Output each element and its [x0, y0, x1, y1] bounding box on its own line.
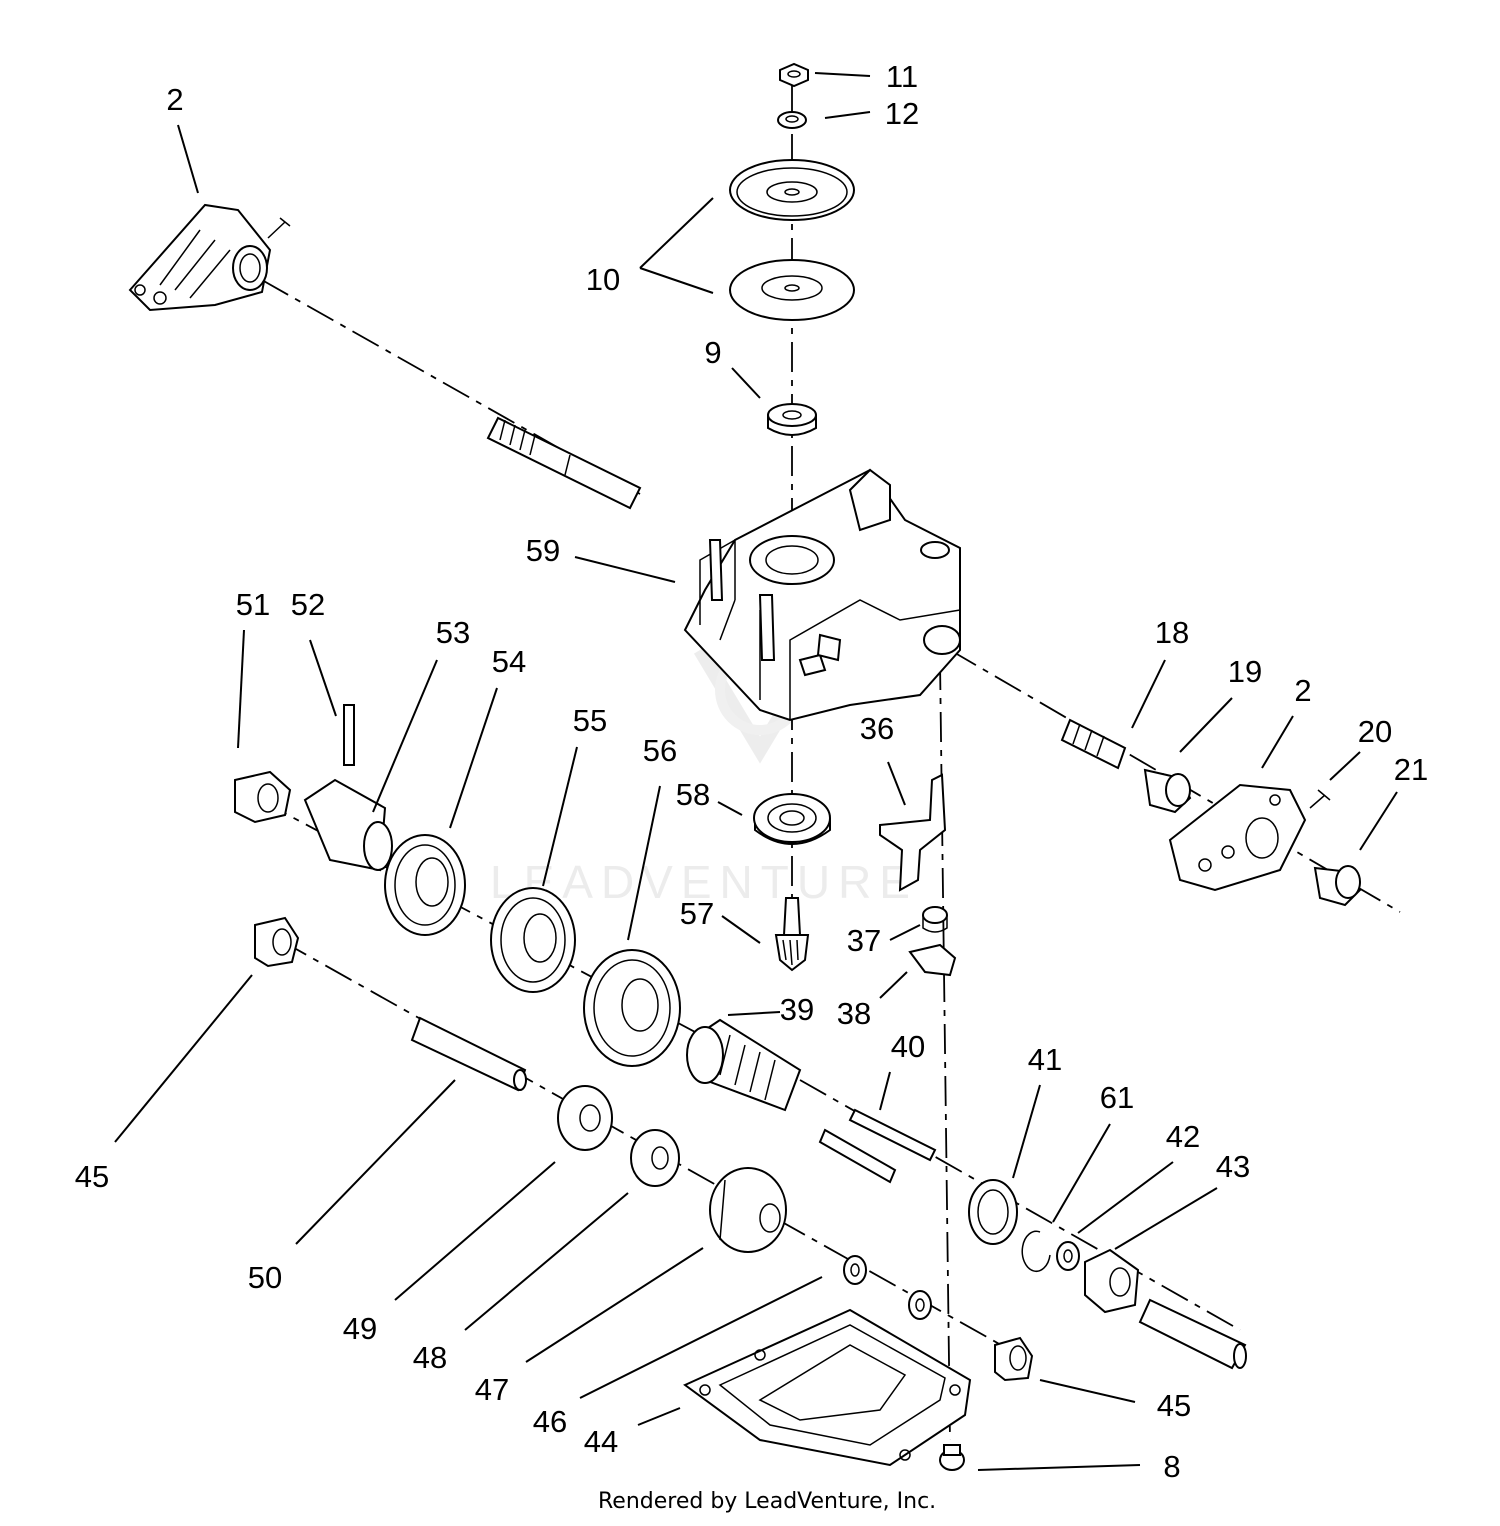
callout-c54: 54: [492, 644, 526, 679]
washer-42: [1056, 1241, 1080, 1271]
washer-12: [777, 111, 807, 129]
spacer-45-left: [254, 916, 300, 968]
gear-47: [709, 1167, 787, 1253]
callout-c50: 50: [248, 1260, 282, 1295]
cover-44: [683, 1308, 972, 1467]
gear-56: [583, 949, 681, 1067]
callout-c2a: 2: [166, 82, 183, 117]
spline-sleeve-39: [686, 1018, 802, 1112]
pulley-10: [729, 159, 855, 321]
pinion-57: [774, 897, 810, 972]
gear-54: [384, 834, 466, 936]
callout-c21: 21: [1394, 752, 1428, 787]
callout-c55: 55: [573, 703, 607, 738]
gear-49: [557, 1085, 613, 1151]
spacer-45-right: [994, 1336, 1034, 1382]
callout-c59: 59: [526, 533, 560, 568]
callout-c39: 39: [780, 992, 814, 1027]
callout-c52: 52: [291, 587, 325, 622]
callout-c9: 9: [704, 335, 721, 370]
key-40: [818, 1108, 937, 1184]
callout-c45b: 45: [1157, 1388, 1191, 1423]
washer-46: [843, 1255, 932, 1320]
callout-c47: 47: [475, 1372, 509, 1407]
spacer-43: [1084, 1248, 1140, 1314]
callout-c36: 36: [860, 711, 894, 746]
key-38: [908, 943, 957, 977]
callout-c19: 19: [1228, 654, 1262, 689]
leader-lines: [114, 72, 1398, 1471]
gear-48: [630, 1129, 680, 1187]
callout-c53: 53: [436, 615, 470, 650]
credit-text: Rendered by LeadVenture, Inc.: [598, 1489, 936, 1514]
pin-52: [343, 704, 355, 766]
collar-37: [922, 906, 948, 933]
upper-axle-shaft: [486, 416, 642, 510]
bracket-left: [128, 203, 291, 312]
bearing-41: [968, 1179, 1018, 1245]
snap-ring-61: [1021, 1230, 1051, 1272]
spacer-21: [1313, 865, 1362, 907]
callout-c11: 11: [886, 59, 918, 94]
housing-59: [683, 468, 961, 722]
callout-c10: 10: [586, 262, 620, 297]
callout-c58: 58: [676, 777, 710, 812]
callout-c43: 43: [1216, 1149, 1250, 1184]
callout-c57: 57: [680, 896, 714, 931]
callout-c2b: 2: [1294, 673, 1311, 708]
plug-8: [939, 1444, 965, 1471]
callout-c8: 8: [1163, 1449, 1180, 1484]
callout-c40: 40: [891, 1029, 925, 1064]
nut-11: [779, 62, 809, 88]
spacer-9: [767, 403, 817, 436]
shift-fork-36: [879, 773, 947, 892]
callout-c42: 42: [1166, 1119, 1200, 1154]
callout-c37: 37: [847, 923, 881, 958]
bracket-right: [1168, 783, 1331, 892]
callout-c41: 41: [1028, 1042, 1062, 1077]
callout-c44: 44: [584, 1424, 618, 1459]
output-shaft: [1138, 1298, 1247, 1370]
callout-c51: 51: [236, 587, 270, 622]
callout-c12: 12: [885, 96, 919, 131]
callout-c56: 56: [643, 733, 677, 768]
bushing-18: [1060, 718, 1127, 770]
callout-c20: 20: [1358, 714, 1392, 749]
bearing-58: [753, 793, 831, 845]
callout-c49: 49: [343, 1311, 377, 1346]
callout-c38: 38: [837, 996, 871, 1031]
callout-c45a: 45: [75, 1159, 109, 1194]
callout-c61: 61: [1100, 1080, 1134, 1115]
callout-c46: 46: [533, 1404, 567, 1439]
shaft-50: [410, 1016, 527, 1092]
callout-c18: 18: [1155, 615, 1189, 650]
gear-55: [490, 887, 576, 993]
spacer-51: [234, 770, 292, 824]
callout-c48: 48: [413, 1340, 447, 1375]
spacer-19: [1143, 768, 1192, 814]
sleeve-53: [303, 778, 393, 872]
